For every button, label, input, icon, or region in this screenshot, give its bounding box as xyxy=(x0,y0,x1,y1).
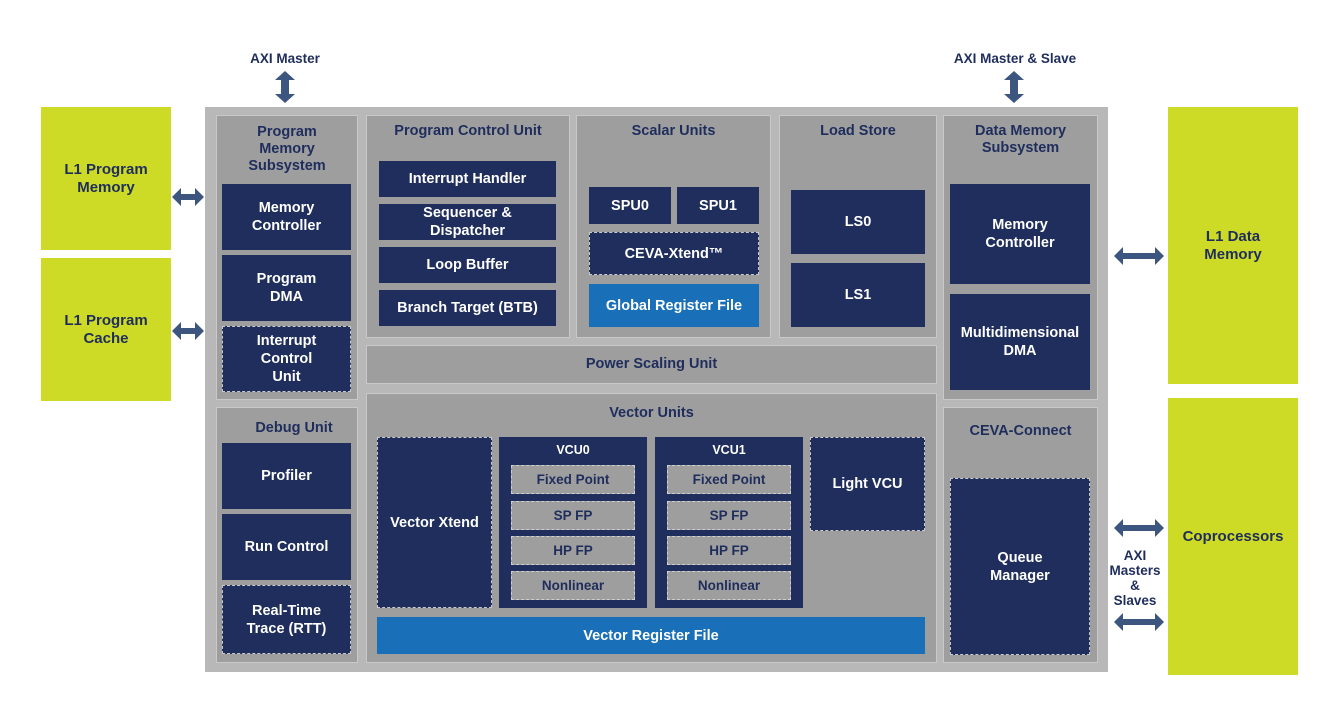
vcu0-fixed-point-label: Fixed Point xyxy=(536,472,610,487)
data-memory-subsystem-title: Data Memory Subsystem xyxy=(974,123,1067,156)
vcu1-fixed-point: Fixed Point xyxy=(667,465,791,494)
profiler: Profiler xyxy=(222,443,351,509)
horizontal-arrow-icon xyxy=(172,188,204,206)
global-register-file-label: Global Register File xyxy=(605,297,743,314)
program-memory-controller-label: Memory Controller xyxy=(251,200,322,234)
axi-master-slave-label: AXI Master & Slave xyxy=(953,51,1077,66)
real-time-trace-label: Real-Time Trace (RTT) xyxy=(246,602,327,637)
vcu0-sp-fp: SP FP xyxy=(511,501,635,530)
queue-manager: Queue Manager xyxy=(950,478,1090,655)
multidimensional-dma: Multidimensional DMA xyxy=(950,294,1090,390)
vcu1-hp-fp: HP FP xyxy=(667,536,791,565)
sequencer-dispatcher: Sequencer & Dispatcher xyxy=(379,204,556,240)
coprocessors: Coprocessors xyxy=(1168,398,1298,675)
ls1: LS1 xyxy=(791,263,925,327)
program-dma: Program DMA xyxy=(222,255,351,321)
vcu1-fixed-point-label: Fixed Point xyxy=(692,472,766,487)
vcu0-hp-fp: HP FP xyxy=(511,536,635,565)
l1-program-cache: L1 Program Cache xyxy=(41,258,171,401)
program-memory-controller: Memory Controller xyxy=(222,184,351,250)
run-control-label: Run Control xyxy=(244,539,329,555)
l1-data-memory-label: L1 Data Memory xyxy=(1204,227,1262,263)
vcu1-nonlinear: Nonlinear xyxy=(667,571,791,600)
interrupt-control-unit: Interrupt Control Unit xyxy=(222,326,351,392)
global-register-file: Global Register File xyxy=(589,284,759,327)
spu0-label: SPU0 xyxy=(611,197,649,214)
power-scaling-unit: Power Scaling Unit xyxy=(366,345,937,384)
data-memory-controller: Memory Controller xyxy=(950,184,1090,284)
interrupt-control-unit-label: Interrupt Control Unit xyxy=(256,333,317,385)
spu1-label: SPU1 xyxy=(699,197,737,214)
data-memory-controller-label: Memory Controller xyxy=(985,217,1055,251)
axi-masters-slaves-label: AXI Masters & Slaves xyxy=(1109,548,1161,608)
profiler-label: Profiler xyxy=(261,468,312,484)
vector-register-file-label: Vector Register File xyxy=(583,627,719,644)
ls1-label: LS1 xyxy=(844,287,872,303)
run-control: Run Control xyxy=(222,514,351,580)
coprocessors-label: Coprocessors xyxy=(1182,527,1284,545)
l1-program-memory-label: L1 Program Memory xyxy=(64,160,148,196)
scalar-units-title: Scalar Units xyxy=(631,123,716,139)
axi-master-label: AXI Master xyxy=(250,51,320,66)
light-vcu: Light VCU xyxy=(810,437,925,531)
ls0-label: LS0 xyxy=(844,214,872,230)
vector-xtend: Vector Xtend xyxy=(377,437,492,608)
vcu0-sp-fp-label: SP FP xyxy=(553,508,593,523)
vcu1-nonlinear-label: Nonlinear xyxy=(697,578,761,593)
vcu0-hp-fp-label: HP FP xyxy=(553,543,593,558)
loop-buffer: Loop Buffer xyxy=(379,247,556,283)
ceva-connect-title: CEVA-Connect xyxy=(969,423,1072,439)
horizontal-arrow-icon xyxy=(172,322,204,340)
vector-units-title: Vector Units xyxy=(609,405,694,421)
program-dma-label: Program DMA xyxy=(256,271,317,305)
ls0: LS0 xyxy=(791,190,925,254)
vcu0-nonlinear-label: Nonlinear xyxy=(541,578,605,593)
branch-target-buffer: Branch Target (BTB) xyxy=(379,290,556,326)
vcu0-nonlinear: Nonlinear xyxy=(511,571,635,600)
vcu1-hp-fp-label: HP FP xyxy=(709,543,749,558)
program-control-unit-title: Program Control Unit xyxy=(394,123,542,139)
power-scaling-unit-label: Power Scaling Unit xyxy=(585,356,718,372)
sequencer-dispatcher-label: Sequencer & Dispatcher xyxy=(423,205,512,239)
debug-unit-title: Debug Unit xyxy=(255,420,333,436)
vertical-arrow-icon xyxy=(275,71,295,103)
vcu1-sp-fp-label: SP FP xyxy=(709,508,749,523)
vcu0-fixed-point: Fixed Point xyxy=(511,465,635,494)
vector-xtend-label: Vector Xtend xyxy=(390,514,479,531)
ceva-xtend: CEVA-Xtend™ xyxy=(589,232,759,275)
horizontal-arrow-icon xyxy=(1114,247,1164,265)
l1-program-memory: L1 Program Memory xyxy=(41,107,171,250)
vertical-arrow-icon xyxy=(1004,71,1024,103)
spu1: SPU1 xyxy=(677,187,759,224)
vcu0-title: VCU0 xyxy=(556,443,590,457)
interrupt-handler-label: Interrupt Handler xyxy=(408,171,527,187)
load-store-title: Load Store xyxy=(820,123,896,139)
program-memory-subsystem-title: Program Memory Subsystem xyxy=(248,124,326,174)
loop-buffer-label: Loop Buffer xyxy=(426,257,509,273)
branch-target-buffer-label: Branch Target (BTB) xyxy=(397,300,538,316)
vcu1-title: VCU1 xyxy=(712,443,746,457)
interrupt-handler: Interrupt Handler xyxy=(379,161,556,197)
queue-manager-label: Queue Manager xyxy=(990,549,1050,584)
ceva-xtend-label: CEVA-Xtend™ xyxy=(624,245,724,262)
spu0: SPU0 xyxy=(589,187,671,224)
horizontal-arrow-icon xyxy=(1114,613,1164,631)
light-vcu-label: Light VCU xyxy=(832,476,903,492)
vector-register-file: Vector Register File xyxy=(377,617,925,654)
l1-data-memory: L1 Data Memory xyxy=(1168,107,1298,384)
horizontal-arrow-icon xyxy=(1114,519,1164,537)
vcu1-sp-fp: SP FP xyxy=(667,501,791,530)
multidimensional-dma-label: Multidimensional DMA xyxy=(960,325,1080,359)
real-time-trace: Real-Time Trace (RTT) xyxy=(222,585,351,654)
l1-program-cache-label: L1 Program Cache xyxy=(64,311,148,347)
